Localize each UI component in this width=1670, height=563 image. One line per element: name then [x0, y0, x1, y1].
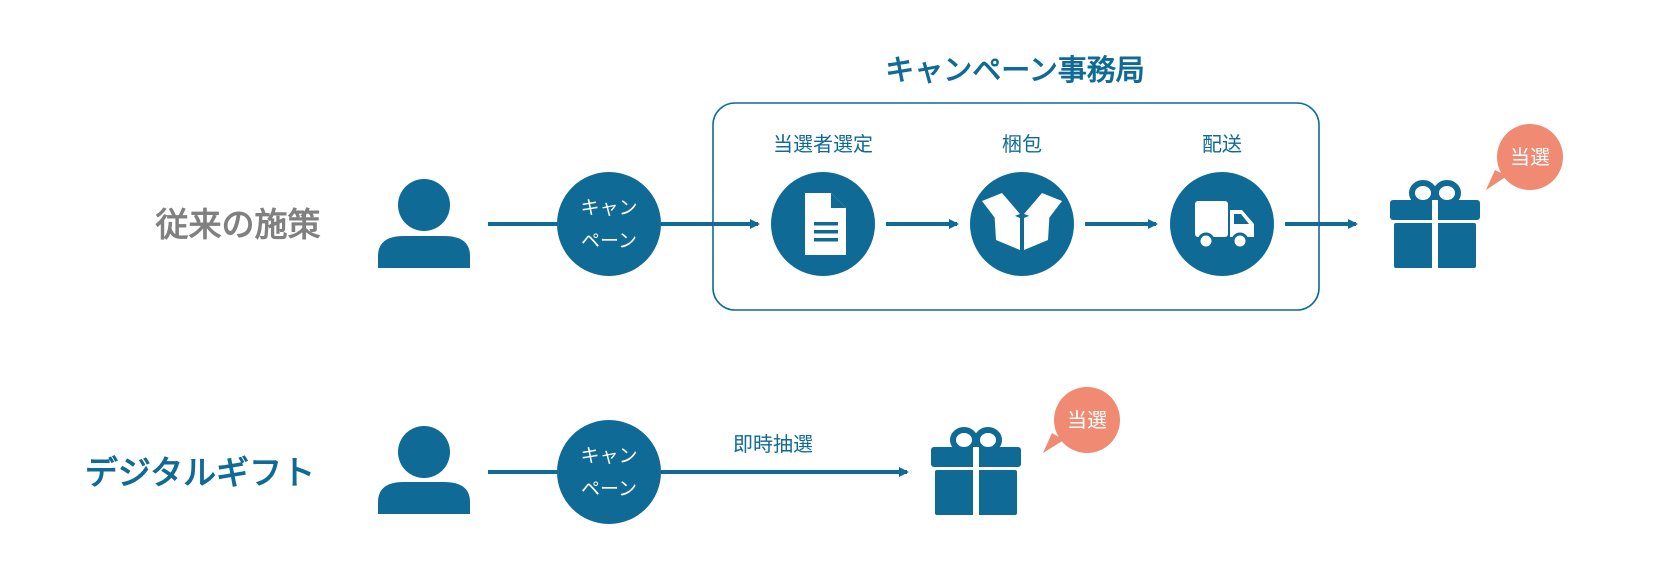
winner-badge-label: 当選 [1510, 145, 1550, 169]
gift-icon [1390, 180, 1480, 268]
step-label-packing: 梱包 [1002, 132, 1042, 156]
winner-badge: 当選 [1486, 124, 1563, 190]
truck-icon [1195, 201, 1254, 250]
campaign-node: キャン ペーン [557, 420, 661, 524]
campaign-node-line2: ペーン [581, 230, 637, 252]
campaign-node-line2: ペーン [581, 478, 637, 500]
step-label-selection: 当選者選定 [773, 132, 873, 156]
campaign-node-line1: キャン [580, 445, 637, 467]
office-box [712, 102, 1320, 311]
person-icon [378, 179, 470, 268]
campaign-node: キャン ペーン [557, 172, 661, 276]
winner-badge-label: 当選 [1067, 408, 1107, 432]
campaign-node-line1: キャン [580, 197, 637, 219]
step-circle-packing [970, 172, 1074, 276]
row-label-digital: デジタルギフト [85, 453, 315, 492]
row-label-traditional: 従来の施策 [155, 205, 321, 244]
gift-icon [931, 427, 1021, 515]
open-box-icon [982, 193, 1062, 250]
step-label-delivery: 配送 [1202, 132, 1242, 156]
instant-draw-label: 即時抽選 [733, 432, 813, 456]
person-icon [378, 426, 470, 514]
office-title: キャンペーン事務局 [885, 53, 1145, 87]
document-icon [805, 193, 846, 255]
winner-badge: 当選 [1043, 387, 1120, 453]
